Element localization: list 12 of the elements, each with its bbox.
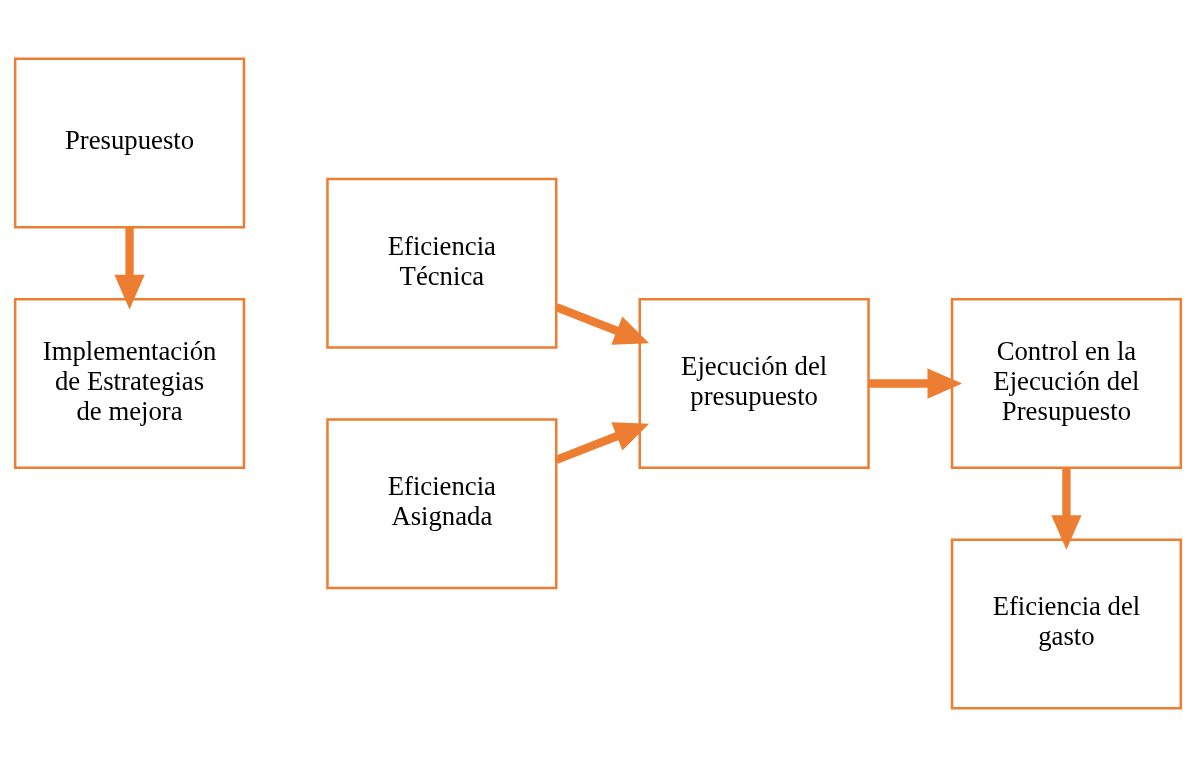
node-box: Control en la Ejecución del Presupuesto xyxy=(950,297,1183,470)
node-box: Eficiencia del gasto xyxy=(950,538,1183,710)
node-box: Implementación de Estrategias de mejora xyxy=(13,297,246,470)
node-box: Presupuesto xyxy=(13,57,246,229)
arrow xyxy=(554,303,650,345)
arrow xyxy=(554,422,650,464)
arrow xyxy=(114,227,145,310)
arrow xyxy=(1051,468,1082,550)
arrow xyxy=(868,368,963,399)
node-box: Eficiencia Técnica xyxy=(326,177,558,349)
node-box: Eficiencia Asignada xyxy=(326,418,558,590)
node-box: Ejecución del presupuesto xyxy=(638,297,870,470)
